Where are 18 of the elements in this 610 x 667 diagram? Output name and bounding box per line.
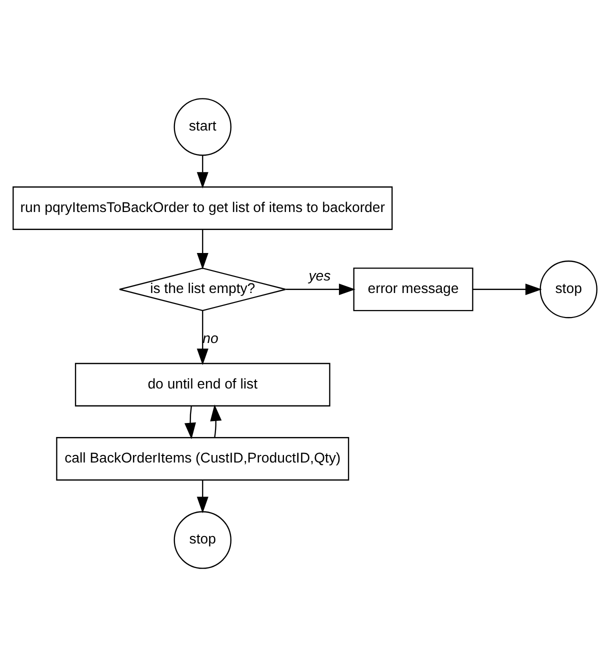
arrow [286, 284, 356, 296]
arrow [196, 155, 208, 189]
node-diamond: is the list empty? [118, 268, 286, 312]
node-circle: start [174, 98, 232, 156]
node-box: error message [353, 268, 474, 312]
arrow [196, 230, 208, 270]
arrow [184, 406, 196, 440]
edge-label: no [202, 330, 218, 346]
arrow [210, 404, 222, 438]
node-box: call BackOrderItems (CustID,ProductID,Qty) [56, 437, 350, 481]
arrow [196, 480, 208, 514]
node-box: run pqryItemsToBackOrder to get list of items to backorder [12, 186, 393, 230]
node-circle: stop [174, 511, 232, 569]
arrow [196, 310, 208, 366]
node-box: do until end of list [74, 362, 330, 406]
edge-label: yes [308, 268, 331, 284]
arrow [472, 284, 542, 296]
node-circle: stop [540, 260, 598, 318]
